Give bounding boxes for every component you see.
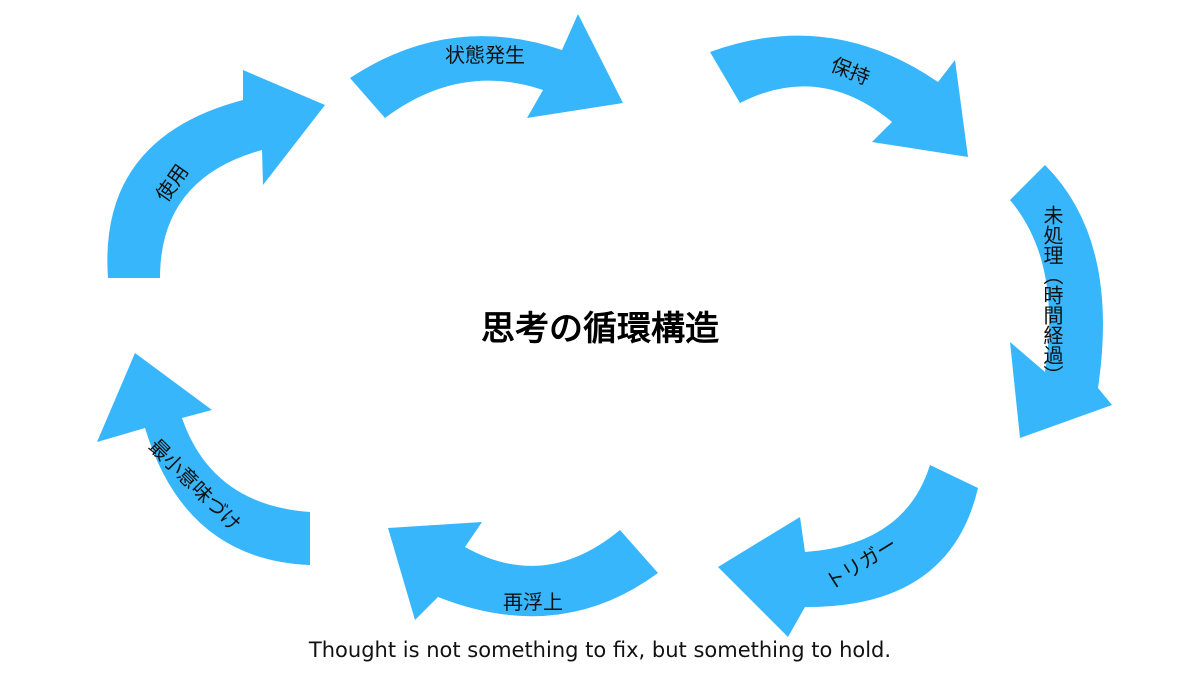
diagram-title: 思考の循環構造 [481, 309, 719, 349]
arrow-resurface [388, 522, 658, 620]
arrow-minimal-meaning [97, 353, 310, 565]
arrow-state-occurrence [350, 14, 623, 118]
arrow-use [107, 70, 326, 278]
arrow-unprocessed [1010, 165, 1112, 438]
step-label: 再浮上 [503, 590, 563, 614]
caption: Thought is not something to fix, but som… [308, 638, 891, 662]
arrow-hold [710, 35, 968, 158]
arrow-trigger [718, 465, 978, 637]
step-label: 未処理（時間経過） [1040, 205, 1064, 385]
step-label: 状態発生 [445, 43, 525, 67]
